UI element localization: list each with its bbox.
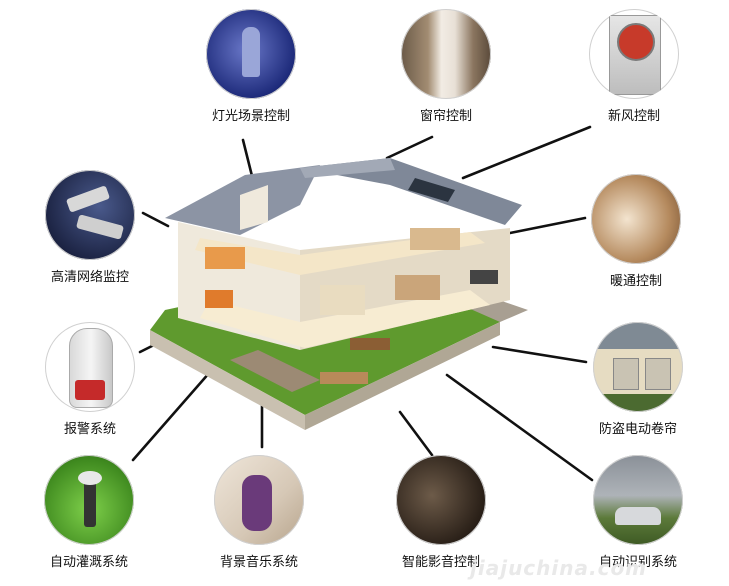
heating-photo <box>591 174 681 264</box>
lighting-photo <box>206 9 296 99</box>
shutter-photo <box>593 322 683 412</box>
base-slab-right <box>305 322 500 430</box>
interior-floor-lower <box>200 290 490 348</box>
connector-lines <box>131 125 594 482</box>
feature-plate: 自动识别系统 <box>578 455 698 570</box>
irrigation-photo <box>44 455 134 545</box>
feature-shutter: 防盗电动卷帘 <box>578 322 698 437</box>
lighting-label: 灯光场景控制 <box>211 109 290 124</box>
music-label: 背景音乐系统 <box>219 555 298 570</box>
line-irrigation <box>131 370 212 462</box>
line-heating <box>508 216 587 235</box>
line-plate <box>445 373 594 482</box>
room-orange-upper <box>205 247 245 269</box>
fresh-air-label: 新风控制 <box>607 109 660 124</box>
plate-photo <box>593 455 683 545</box>
cinema-label: 智能影音控制 <box>401 555 480 570</box>
sofa <box>350 338 390 350</box>
dormer <box>240 185 268 230</box>
feature-music: 背景音乐系统 <box>199 455 319 570</box>
alarm-label: 报警系统 <box>63 422 116 437</box>
heating-label: 暖通控制 <box>609 274 662 289</box>
line-cinema <box>398 410 434 457</box>
line-shutter <box>491 345 588 364</box>
skylight <box>408 178 455 202</box>
roof-main <box>300 158 522 225</box>
curtain-photo <box>401 9 491 99</box>
room-upper-right <box>410 228 460 250</box>
room-lower-right <box>395 275 440 300</box>
cctv-photo <box>45 170 135 260</box>
watermark: jiajuchina.com <box>470 556 648 580</box>
room-orange-lower <box>205 290 233 308</box>
fresh-air-photo <box>589 9 679 99</box>
roof-ridge <box>300 158 395 178</box>
feature-cctv: 高清网络监控 <box>30 170 150 285</box>
feature-fresh-air: 新风控制 <box>574 9 694 124</box>
house-illustration <box>150 158 528 430</box>
curtain-label: 窗帘控制 <box>419 109 472 124</box>
feature-cinema: 智能影音控制 <box>381 455 501 570</box>
feature-heating: 暖通控制 <box>576 174 696 289</box>
cctv-label: 高清网络监控 <box>50 270 129 285</box>
room-lower-middle <box>320 285 365 315</box>
base-slab <box>150 330 305 430</box>
line-lighting <box>241 138 255 182</box>
feature-alarm: 报警系统 <box>30 322 150 437</box>
shutter-label: 防盗电动卷帘 <box>598 422 677 437</box>
irrigation-label: 自动灌溉系统 <box>49 555 128 570</box>
patio <box>230 350 320 392</box>
line-cctv <box>141 211 170 228</box>
feature-irrigation: 自动灌溉系统 <box>29 455 149 570</box>
alarm-photo <box>45 322 135 412</box>
plate-label: 自动识别系统 <box>598 555 677 570</box>
music-photo <box>214 455 304 545</box>
feature-curtain: 窗帘控制 <box>386 9 506 124</box>
rug <box>320 372 368 384</box>
line-fresh-air <box>461 125 592 180</box>
car-garage <box>470 270 498 284</box>
cinema-photo <box>396 455 486 545</box>
feature-lighting: 灯光场景控制 <box>191 9 311 124</box>
line-curtain <box>385 135 434 160</box>
